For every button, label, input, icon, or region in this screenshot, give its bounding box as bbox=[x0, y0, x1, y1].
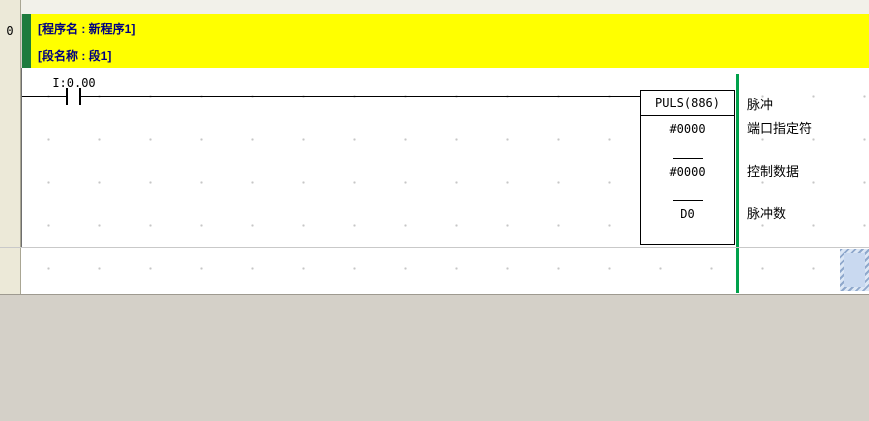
cell-selection-fill bbox=[844, 253, 865, 287]
cell-selection-cursor[interactable] bbox=[840, 249, 869, 291]
rung-row-separator bbox=[21, 247, 869, 248]
operand-description-control-data: 控制数据 bbox=[747, 164, 800, 179]
instruction-operand-1[interactable]: #0000 bbox=[669, 122, 706, 136]
operand-description-pulse: 脉冲 bbox=[747, 97, 774, 112]
right-bus-bar bbox=[736, 74, 739, 293]
banner-accent-bar bbox=[22, 14, 31, 68]
editor-bottom-border bbox=[0, 294, 869, 295]
instruction-operand-2[interactable]: #0000 bbox=[669, 165, 706, 179]
operand-description-port-specifier: 端口指定符 bbox=[747, 121, 813, 136]
ladder-canvas[interactable]: I:0.00 PULS(886) #0000 #0000 D0 脉冲 端口指定符… bbox=[21, 68, 869, 295]
instruction-header[interactable]: PULS(886) bbox=[641, 91, 734, 116]
section-name-label: [段名称 : 段1] bbox=[38, 49, 112, 63]
contact-bar-right bbox=[79, 88, 81, 105]
editor-top-strip bbox=[0, 0, 869, 14]
operand-separator bbox=[673, 200, 703, 201]
contact-operand-label[interactable]: I:0.00 bbox=[52, 76, 96, 90]
banner-text: [程序名 : 新程序1] [段名称 : 段1] bbox=[31, 14, 135, 68]
left-bus-bar bbox=[21, 68, 22, 248]
rung-number: 0 bbox=[6, 24, 14, 38]
rung-wire-left bbox=[22, 96, 66, 97]
rung-wire-right bbox=[81, 96, 640, 97]
instruction-block[interactable]: PULS(886) #0000 #0000 D0 bbox=[640, 90, 735, 245]
rung-number-column: 0 bbox=[0, 0, 21, 295]
operand-description-pulse-count: 脉冲数 bbox=[747, 206, 787, 221]
rung-row-separator-margin bbox=[0, 247, 21, 248]
contact-bar-left bbox=[66, 88, 68, 105]
rung-comment-banner[interactable]: [程序名 : 新程序1] [段名称 : 段1] bbox=[22, 14, 869, 68]
instruction-operand-3[interactable]: D0 bbox=[680, 207, 695, 221]
operand-separator bbox=[673, 158, 703, 159]
program-name-label: [程序名 : 新程序1] bbox=[38, 22, 136, 36]
